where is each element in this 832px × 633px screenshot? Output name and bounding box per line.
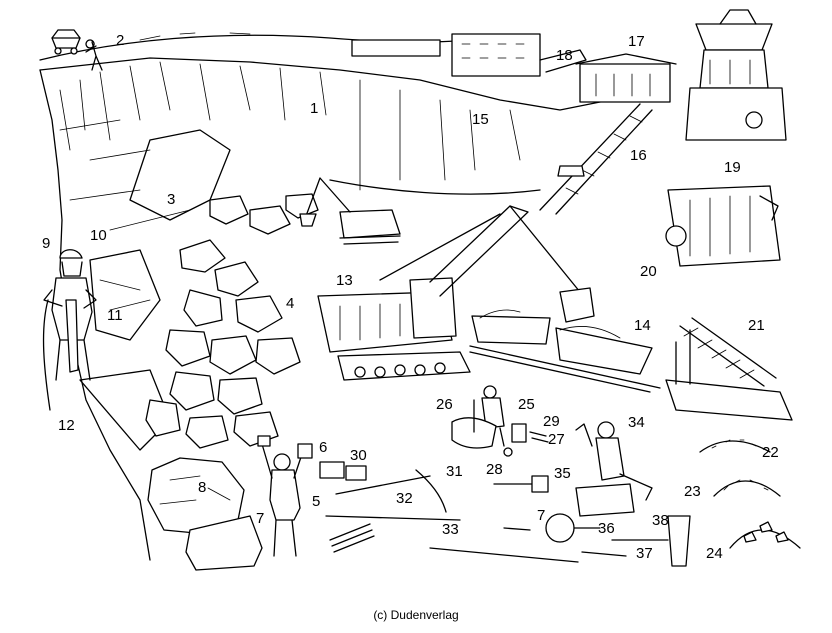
callout-33: 33 (442, 521, 459, 538)
dump-cars (469, 309, 661, 393)
callout-24: 24 (706, 545, 723, 562)
copyright-caption: (c) Dudenverlag (373, 608, 459, 622)
callout-4: 4 (286, 295, 295, 312)
callout-7: 7 (256, 510, 265, 527)
callout-15: 15 (472, 111, 489, 128)
callout-38: 38 (652, 512, 669, 529)
hand-cart (51, 29, 103, 71)
callout-16: 16 (630, 147, 647, 164)
distant-excavator (299, 177, 401, 245)
callout-1: 1 (310, 100, 319, 117)
small-tools (319, 423, 549, 481)
hand-tools (325, 469, 691, 567)
callout-32: 32 (396, 490, 413, 507)
stonemason (575, 421, 653, 517)
callout-20: 20 (640, 263, 657, 280)
rock-splitter-worker (257, 435, 313, 557)
callout-10: 10 (90, 227, 107, 244)
callout-31: 31 (446, 463, 463, 480)
callout-3: 3 (167, 191, 176, 208)
callout-13: 13 (336, 272, 353, 289)
callout-22: 22 (762, 444, 779, 461)
callout-8: 8 (198, 479, 207, 496)
aggregate-piles (699, 439, 801, 549)
callout-26: 26 (436, 396, 453, 413)
callout-37: 37 (636, 545, 653, 562)
callout-7b: 7 (537, 507, 546, 524)
callout-6: 6 (319, 439, 328, 456)
callout-18: 18 (556, 47, 573, 64)
callout-23: 23 (684, 483, 701, 500)
stone-boring-worker (451, 385, 505, 449)
gyratory-crusher (685, 9, 787, 141)
callout-21: 21 (748, 317, 765, 334)
callout-12: 12 (58, 417, 75, 434)
callout-11: 11 (107, 307, 123, 324)
jaw-crusher (665, 185, 781, 267)
callout-17: 17 (628, 33, 645, 50)
power-shovel (317, 205, 595, 381)
callout-19: 19 (724, 159, 741, 176)
callout-35: 35 (554, 465, 571, 482)
rubble-pile (145, 193, 319, 449)
callout-36: 36 (598, 520, 615, 537)
vibrating-screen (665, 317, 793, 421)
callout-27: 27 (548, 431, 565, 448)
callout-14: 14 (634, 317, 651, 334)
driller-worker (42, 249, 97, 411)
callout-34: 34 (628, 414, 645, 431)
callout-2: 2 (116, 32, 125, 49)
large-boulder (147, 457, 263, 571)
callout-29: 29 (543, 413, 560, 430)
inclined-conveyor (539, 103, 653, 215)
callout-5: 5 (312, 493, 321, 510)
callout-25: 25 (518, 396, 535, 413)
quarry-buildings (351, 33, 677, 103)
callout-9: 9 (42, 235, 51, 252)
callout-30: 30 (350, 447, 367, 464)
callout-28: 28 (486, 461, 503, 478)
